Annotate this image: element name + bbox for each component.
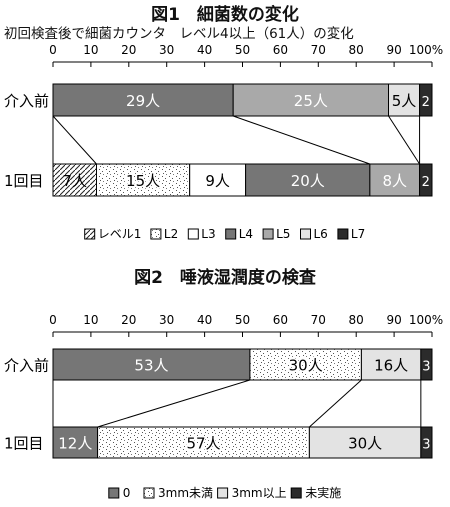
fig1-legend-label: L7: [351, 227, 365, 241]
fig1-legend-swatch: [300, 228, 311, 240]
fig2-bar-segment: [52, 348, 251, 381]
fig1-data-label: 9人: [205, 172, 230, 190]
fig2-legend-swatch: [217, 487, 229, 499]
fig2-tick-label: 100%: [409, 313, 443, 327]
fig2-bar-segment: [97, 426, 310, 459]
figure2-title: 図2 唾液湿潤度の検査: [134, 268, 316, 288]
fig2-tick-label: 40: [197, 313, 212, 327]
fig2-bar-segment: [420, 426, 433, 459]
fig2-tick-label: 30: [159, 313, 174, 327]
fig1-legend-label: L6: [314, 227, 328, 241]
fig2-data-label: 16人: [374, 357, 408, 375]
fig1-tick-label: 40: [197, 43, 212, 57]
fig2-legend-label: 3mm未満: [158, 486, 213, 500]
fig1-data-label: 15人: [126, 172, 160, 190]
fig2-tick-label: 90: [386, 313, 401, 327]
fig1-bar-segment: [369, 163, 421, 197]
fig2-legend-swatch: [290, 487, 302, 499]
fig2-bar-segment: [52, 426, 99, 459]
fig1-connector-line: [388, 115, 420, 165]
figure1-title: 図1 細菌数の変化: [151, 5, 299, 25]
fig2-tick-label: 50: [235, 313, 250, 327]
fig1-connector-line: [233, 115, 371, 165]
fig2-category-label: 介入前: [4, 357, 49, 375]
fig1-bar-segment: [419, 83, 433, 117]
fig1-data-label: 7人: [62, 172, 87, 190]
fig1-tick-label: 20: [121, 43, 136, 57]
fig1-legend-label: レベル1: [98, 227, 142, 241]
fig1-legend-label: L2: [164, 227, 178, 241]
fig1-tick-label: 90: [386, 43, 401, 57]
fig1-category-label: 介入前: [4, 92, 49, 110]
fig1-data-label: 2: [422, 95, 430, 110]
fig2-legend-label: 未実施: [305, 485, 341, 500]
fig1-legend-label: L3: [201, 227, 215, 241]
fig2-connector-line: [309, 379, 362, 428]
fig2-data-label: 3: [422, 360, 430, 375]
fig1-connector-line: [52, 115, 97, 165]
fig1-legend-swatch: [84, 228, 96, 240]
fig2-data-label: 53人: [134, 357, 168, 375]
fig1-tick-label: 0: [49, 43, 57, 57]
fig1-data-label: 2: [422, 175, 430, 190]
fig1-tick-label: 10: [83, 43, 98, 57]
fig1-bar-segment: [232, 83, 390, 117]
fig1-category-label: 1回目: [4, 172, 44, 190]
figure1-subtitle: 初回検査後で細菌カウンタ レベル4以上（61人）の変化: [4, 26, 354, 42]
fig1-tick-label: 70: [311, 43, 326, 57]
fig2-connector-line: [97, 379, 251, 428]
fig2-tick-label: 20: [121, 313, 136, 327]
fig2-data-label: 3: [422, 438, 430, 453]
fig1-data-label: 5人: [392, 92, 417, 110]
fig1-tick-label: 100%: [409, 43, 443, 57]
fig1-bar-segment: [388, 83, 421, 117]
fig2-tick-label: 60: [273, 313, 288, 327]
fig2-data-label: 57人: [186, 435, 220, 453]
fig1-legend-swatch: [150, 228, 162, 240]
fig2-bar-segment: [308, 426, 422, 459]
fig2-tick-label: 10: [83, 313, 98, 327]
fig1-legend-label: L5: [276, 227, 290, 241]
fig1-data-label: 29人: [126, 92, 160, 110]
fig1-legend-swatch: [262, 228, 274, 240]
fig2-tick-label: 0: [49, 313, 57, 327]
fig2-legend-label: 0: [123, 486, 131, 500]
fig1-tick-label: 60: [273, 43, 288, 57]
fig1-data-label: 25人: [294, 92, 328, 110]
fig1-legend-swatch: [337, 228, 349, 240]
fig2-tick-label: 70: [311, 313, 326, 327]
fig1-tick-label: 50: [235, 43, 250, 57]
fig1-bar-segment: [419, 163, 433, 197]
fig2-data-label: 30人: [348, 435, 382, 453]
fig2-bar-segment: [249, 348, 362, 381]
fig1-legend-swatch: [187, 228, 199, 240]
fig2-data-label: 12人: [58, 435, 92, 453]
fig2-legend-swatch: [143, 487, 155, 499]
fig1-tick-label: 30: [159, 43, 174, 57]
fig1-legend-swatch: [225, 228, 237, 240]
fig2-category-label: 1回目: [4, 435, 44, 453]
fig2-legend-swatch: [108, 487, 120, 499]
fig2-legend-label: 3mm以上: [232, 486, 287, 500]
fig2-tick-label: 80: [349, 313, 364, 327]
fig1-data-label: 20人: [291, 172, 325, 190]
fig2-bar-segment: [420, 348, 433, 381]
fig1-data-label: 8人: [382, 172, 407, 190]
fig1-bar-segment: [52, 83, 234, 117]
fig2-bar-segment: [360, 348, 422, 381]
fig1-tick-label: 80: [349, 43, 364, 57]
fig1-legend-label: L4: [239, 227, 253, 241]
fig2-data-label: 30人: [289, 357, 323, 375]
fig1-bar-segment: [189, 163, 247, 197]
